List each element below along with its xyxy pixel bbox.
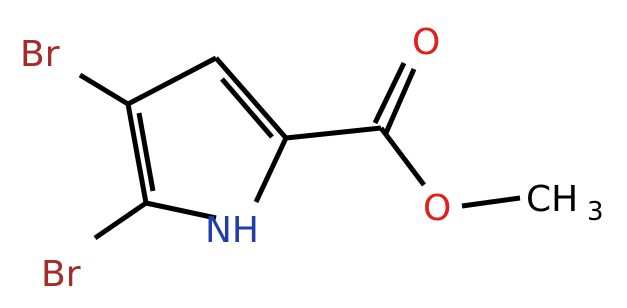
bonds	[78, 55, 521, 241]
atom-nh: NH	[205, 210, 259, 251]
atom-o-ester: O	[423, 188, 451, 229]
bond-c-oester	[379, 126, 426, 187]
bond-c4-c3	[126, 55, 218, 107]
bond-c5-c4-inner	[136, 112, 156, 192]
bond-c3-c2	[214, 56, 288, 140]
bond-c2-ccarbonyl	[285, 125, 382, 141]
bond-c-o-double-a	[383, 67, 417, 135]
bond-c2-n	[253, 136, 289, 204]
atom-br-top: Br	[20, 34, 60, 75]
bond-c4-br	[78, 72, 130, 107]
bond-c5-br	[93, 200, 148, 241]
bond-c5-c4	[125, 103, 149, 204]
bond-c-o-double-b	[372, 61, 407, 125]
bond-n-c5	[145, 200, 217, 221]
bond-c3-c2-inner	[220, 77, 274, 139]
atom-methyl: CH	[526, 179, 578, 220]
bond-oester-ch3	[461, 195, 521, 209]
atom-o-carbonyl: O	[412, 22, 440, 63]
atom-methyl-subscript: 3	[587, 197, 604, 227]
atom-br-bottom: Br	[41, 254, 81, 295]
